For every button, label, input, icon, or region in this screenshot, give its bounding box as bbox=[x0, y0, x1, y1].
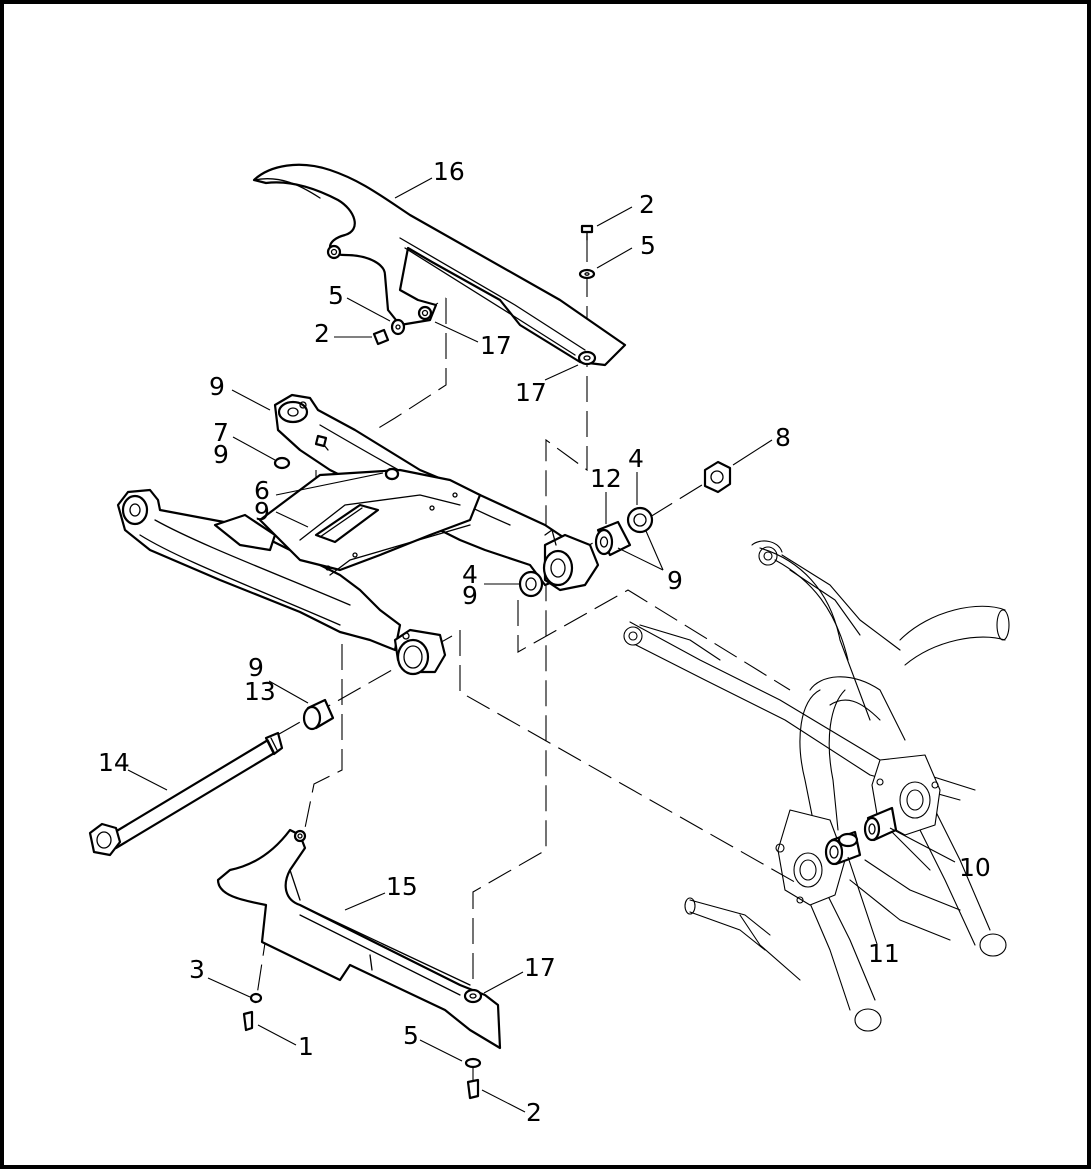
callout-15: 15 bbox=[386, 872, 418, 901]
callout-7: 7 bbox=[213, 418, 229, 447]
callout-9: 9 bbox=[248, 653, 264, 682]
washer-4-left bbox=[518, 570, 544, 598]
callout-16: 16 bbox=[433, 157, 465, 186]
pad-6 bbox=[384, 467, 400, 481]
hardware-lower bbox=[242, 992, 482, 1100]
bushing-13 bbox=[302, 698, 335, 731]
callout-11: 11 bbox=[868, 939, 900, 968]
lower-belt-guard-15 bbox=[216, 828, 502, 1050]
callout-4: 4 bbox=[628, 444, 644, 473]
swingarm bbox=[116, 393, 600, 676]
callout-17: 17 bbox=[480, 331, 512, 360]
callout-12: 12 bbox=[590, 464, 622, 493]
callout-1: 1 bbox=[298, 1032, 314, 1061]
callout-9: 9 bbox=[254, 497, 270, 526]
washer-4-right bbox=[626, 506, 654, 534]
callout-5: 5 bbox=[640, 231, 656, 260]
callout-10: 10 bbox=[959, 853, 991, 882]
callout-labels: 16 2 5 5 2 17 17 9 7 9 8 4 12 6 9 4 9 9 … bbox=[98, 157, 991, 1127]
pivot-axle-14 bbox=[88, 731, 284, 857]
upper-belt-guard-16 bbox=[252, 163, 627, 367]
frame-bushing-11 bbox=[824, 830, 862, 866]
callout-9: 9 bbox=[209, 372, 225, 401]
hardware-upper bbox=[372, 224, 596, 346]
callout-2: 2 bbox=[314, 319, 330, 348]
callout-8: 8 bbox=[775, 423, 791, 452]
leader-lines bbox=[127, 177, 956, 1113]
callout-9: 9 bbox=[667, 566, 683, 595]
motorcycle-frame-ghost bbox=[623, 540, 1010, 1032]
callout-2: 2 bbox=[526, 1098, 542, 1127]
callout-17: 17 bbox=[515, 378, 547, 407]
plug-7 bbox=[273, 456, 291, 470]
callout-3: 3 bbox=[189, 955, 205, 984]
callout-13: 13 bbox=[244, 677, 276, 706]
bearing-12 bbox=[594, 520, 632, 557]
callout-9: 9 bbox=[462, 581, 478, 610]
callout-5: 5 bbox=[403, 1021, 419, 1050]
frame-bushing-10 bbox=[863, 806, 898, 842]
callout-4: 4 bbox=[462, 560, 478, 589]
callout-14: 14 bbox=[98, 748, 130, 777]
nut-8 bbox=[703, 460, 732, 494]
callout-2: 2 bbox=[639, 190, 655, 219]
callout-17: 17 bbox=[524, 953, 556, 982]
callout-9: 9 bbox=[213, 440, 229, 469]
callout-6: 6 bbox=[254, 476, 270, 505]
callout-5: 5 bbox=[328, 281, 344, 310]
